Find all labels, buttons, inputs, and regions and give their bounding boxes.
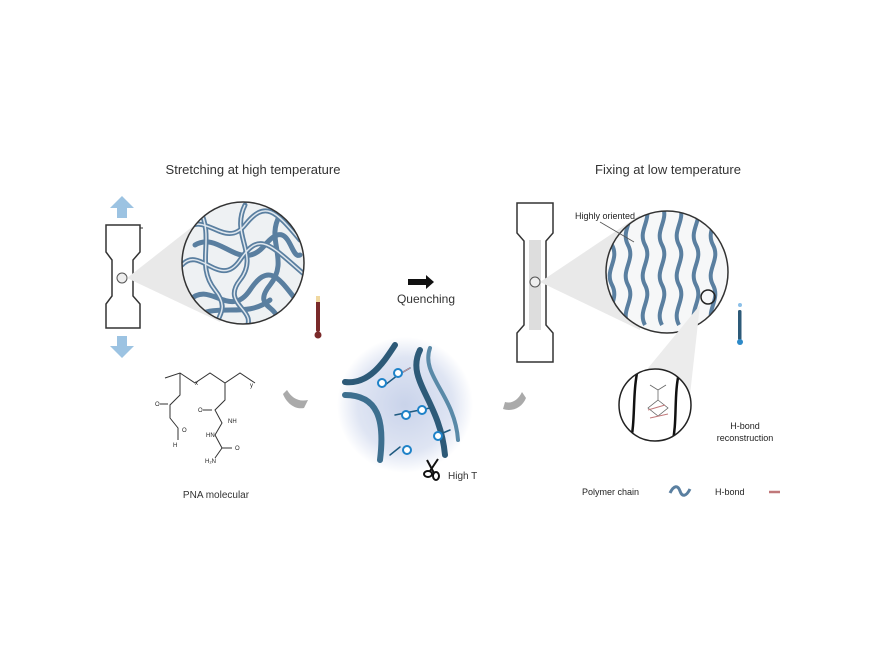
specimen-zoom-spot-right xyxy=(529,276,541,288)
flow-arrow-right-icon xyxy=(503,392,526,410)
svg-text:H₂N: H₂N xyxy=(205,459,216,465)
oriented-chains-circle xyxy=(605,210,729,334)
legend-h-bond-label: H-bond xyxy=(715,487,745,497)
svg-text:O: O xyxy=(235,446,240,452)
pna-structure xyxy=(160,372,256,459)
stretch-down-arrow-icon xyxy=(110,336,134,358)
quench-arrow-icon xyxy=(408,275,434,289)
legend: Polymer chain H-bond xyxy=(582,485,780,497)
hbond-label-line2: reconstruction xyxy=(717,433,774,443)
svg-text:x: x xyxy=(195,381,198,387)
svg-text:O: O xyxy=(155,402,160,408)
polymer-chain-swatch-icon xyxy=(668,485,692,497)
highly-oriented-label: Highly oriented xyxy=(575,211,635,221)
legend-polymer-chain-label: Polymer chain xyxy=(582,487,639,497)
specimen-zoom-spot xyxy=(116,272,128,284)
stretch-up-arrow-icon xyxy=(110,196,134,218)
pna-molecular-label: PNA molecular xyxy=(183,490,250,501)
hbond-reconstruction-circle xyxy=(618,368,692,442)
left-title: Stretching at high temperature xyxy=(166,162,341,177)
svg-text:O: O xyxy=(198,408,203,414)
scissors-icon xyxy=(423,458,440,481)
pna-atom-labels: O O O H NH HN O H₂N x y xyxy=(155,381,253,465)
flow-arrow-left-icon xyxy=(283,390,308,409)
right-title: Fixing at low temperature xyxy=(595,162,741,177)
svg-text:y: y xyxy=(250,383,253,389)
thermometer-hot-icon xyxy=(314,296,322,339)
quenching-label: Quenching xyxy=(397,292,455,306)
svg-text:NH: NH xyxy=(228,419,237,425)
svg-text:HN: HN xyxy=(206,433,215,439)
label-leader-line xyxy=(599,221,635,243)
hbond-breaking-circle xyxy=(337,337,473,473)
hbond-label-line1: H-bond xyxy=(730,421,760,431)
svg-text:H: H xyxy=(173,443,177,449)
thermometer-cold-icon xyxy=(737,303,743,345)
high-t-label: High T xyxy=(448,471,477,482)
svg-text:O: O xyxy=(182,428,187,434)
